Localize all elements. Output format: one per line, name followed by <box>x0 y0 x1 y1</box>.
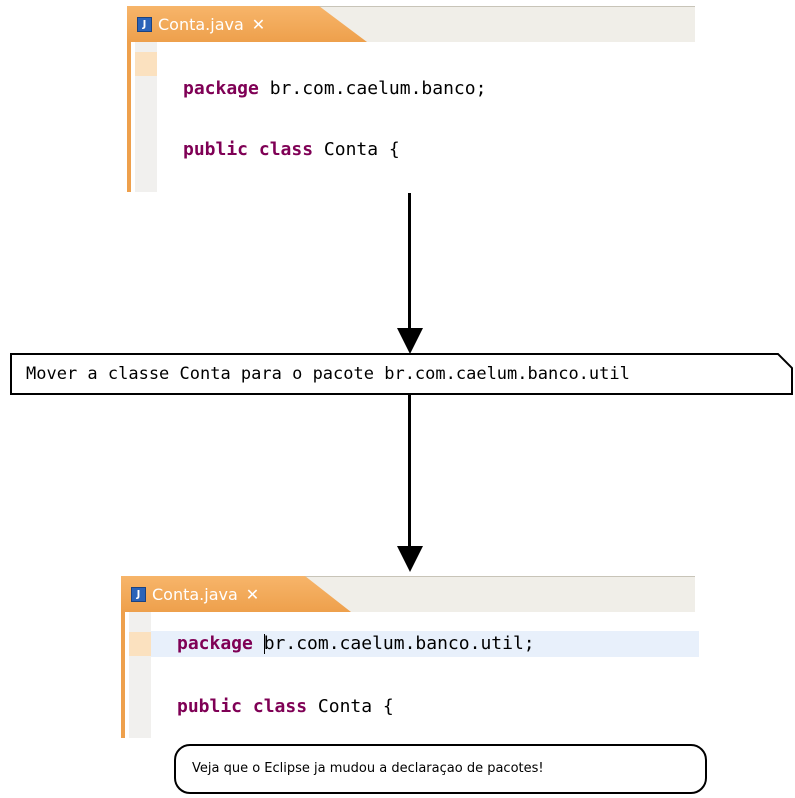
close-icon[interactable]: ✕ <box>251 14 266 34</box>
keyword-package: package <box>177 633 253 654</box>
refactor-note: Mover a classe Conta para o pacote br.co… <box>10 353 793 395</box>
keyword-public: public <box>177 696 243 717</box>
arrow-1-line <box>408 193 411 333</box>
keyword-package: package <box>183 78 259 99</box>
java-file-icon: J <box>137 16 152 32</box>
java-file-icon: J <box>131 586 146 602</box>
current-line-highlight <box>151 631 699 657</box>
top-code-line-2[interactable]: public class Conta { <box>183 139 400 160</box>
close-icon[interactable]: ✕ <box>245 584 260 604</box>
bottom-editor-frame: package br.com.caelum.banco.util; public… <box>121 612 699 738</box>
bottom-code-line-2[interactable]: public class Conta { <box>177 696 394 717</box>
arrow-1-head <box>397 328 423 354</box>
callout-text: Veja que o Eclipse ja mudou a declaraçao… <box>192 761 544 776</box>
keyword-class: class <box>258 139 314 160</box>
bottom-tab-title: Conta.java <box>152 584 238 604</box>
top-tab-title: Conta.java <box>158 14 244 34</box>
bottom-editor: J Conta.java ✕ package br.com.caelum.ban… <box>121 576 699 738</box>
ruler-marker <box>135 52 157 76</box>
bottom-code-line-1[interactable]: package br.com.caelum.banco.util; <box>177 633 535 654</box>
top-editor: J Conta.java ✕ package br.com.caelum.ban… <box>127 6 699 192</box>
package-name: br.com.caelum.banco; <box>258 78 487 99</box>
ruler-marker <box>129 632 151 656</box>
top-code-line-1[interactable]: package br.com.caelum.banco; <box>183 78 486 99</box>
top-editor-ruler <box>135 42 157 192</box>
note-fold-corner <box>777 353 793 369</box>
top-editor-tab[interactable]: J Conta.java ✕ <box>127 6 367 42</box>
class-declaration: Conta { <box>313 139 400 160</box>
package-name: br.com.caelum.banco.util; <box>263 633 535 654</box>
keyword-public: public <box>183 139 249 160</box>
keyword-class: class <box>252 696 308 717</box>
class-declaration: Conta { <box>307 696 394 717</box>
arrow-2-head <box>397 546 423 572</box>
note-text: Mover a classe Conta para o pacote br.co… <box>26 364 630 384</box>
callout-box: Veja que o Eclipse ja mudou a declaraçao… <box>174 744 707 794</box>
bottom-editor-ruler <box>129 612 151 738</box>
top-editor-frame: package br.com.caelum.banco; public clas… <box>127 42 699 192</box>
arrow-2-line <box>408 395 411 550</box>
bottom-editor-tab[interactable]: J Conta.java ✕ <box>121 576 351 612</box>
text-caret <box>263 634 265 654</box>
